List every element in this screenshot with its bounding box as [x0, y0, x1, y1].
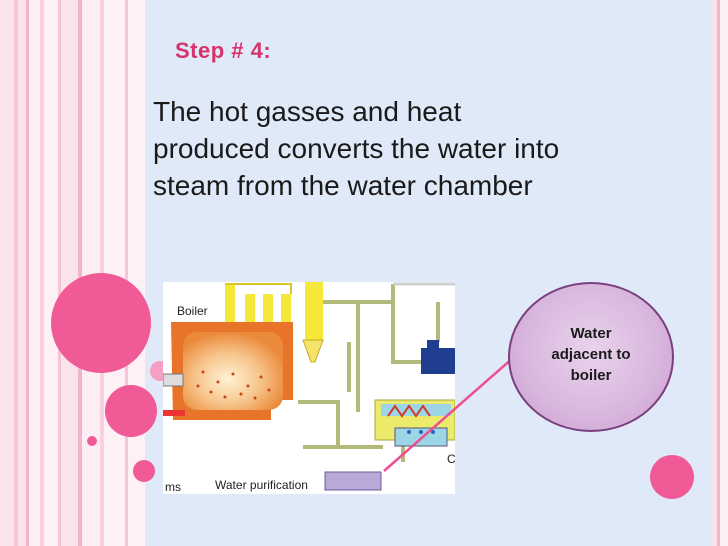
callout-text: Water adjacent to boiler	[536, 323, 646, 386]
body-line: produced converts the water into	[153, 133, 560, 164]
right-stripe-band	[712, 0, 728, 546]
flue-segment	[225, 284, 235, 324]
body-line: steam from the water chamber	[153, 170, 533, 201]
flue-segment	[263, 294, 273, 326]
furnace	[183, 332, 283, 410]
feed-pipe	[163, 410, 185, 416]
slide-body: The hot gasses and heat produced convert…	[153, 93, 653, 204]
callout-line: adjacent to	[551, 345, 631, 363]
chimney	[305, 282, 323, 340]
label-boiler: Boiler	[177, 304, 208, 318]
callout-line: boiler	[570, 366, 612, 384]
body-line: The hot gasses and heat	[153, 96, 462, 127]
callout-bubble: Water adjacent to boiler	[508, 282, 674, 432]
flue-segment	[245, 294, 255, 326]
boiler-diagram: Boiler Water purification ms C	[163, 282, 455, 494]
slide-title: Step # 4:	[175, 38, 272, 63]
label-water-purification: Water purification	[215, 478, 308, 492]
burner	[163, 373, 184, 387]
turbine	[421, 348, 455, 374]
decor-circle-large	[51, 273, 151, 373]
decor-circle-small-lower	[133, 460, 155, 482]
decor-circle-tiny	[87, 436, 97, 446]
purification-tank	[324, 471, 382, 491]
label-cut-right: C	[447, 452, 455, 466]
label-cut-left: ms	[165, 480, 181, 494]
callout-line: Water	[570, 324, 612, 342]
decor-circle-medium	[105, 385, 157, 437]
decor-circle-right	[650, 455, 694, 499]
flue-segment	[281, 294, 291, 326]
left-stripe-band	[0, 0, 145, 546]
